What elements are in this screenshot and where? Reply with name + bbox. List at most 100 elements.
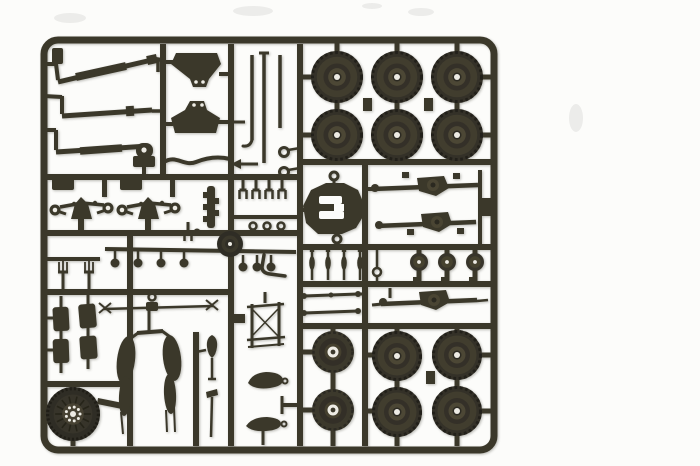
hub-hole xyxy=(454,352,460,358)
sprue-part xyxy=(146,302,158,311)
sprue-part xyxy=(104,247,297,254)
sprue-part xyxy=(61,107,153,119)
hub-hole xyxy=(70,411,76,417)
sprue-frame xyxy=(40,36,498,454)
tire-wheel xyxy=(431,109,483,161)
sprue-part xyxy=(215,198,219,204)
axle-eye-hole xyxy=(105,205,111,211)
sprue-part xyxy=(301,310,307,316)
pin-part xyxy=(252,262,262,272)
axle-eye-hole xyxy=(119,207,125,213)
sprue-part xyxy=(54,63,60,81)
tread-ring xyxy=(432,386,482,436)
sprue-part xyxy=(52,178,74,190)
hub-hole xyxy=(454,132,460,138)
sprue-part xyxy=(52,306,70,332)
sprue-part xyxy=(162,335,182,381)
lug-hole xyxy=(76,417,80,421)
sprue-part xyxy=(203,204,207,210)
shell-part xyxy=(341,247,347,252)
hub-hole xyxy=(394,132,400,138)
sprue-part xyxy=(478,198,494,216)
sprue-part xyxy=(52,48,63,64)
sprue-gate xyxy=(469,277,477,282)
sprue-part xyxy=(379,298,387,306)
lug-hole xyxy=(67,406,71,410)
ring-part xyxy=(278,166,290,178)
ring-part xyxy=(147,292,157,302)
small-wheel xyxy=(466,253,484,271)
lug-hole xyxy=(72,419,76,423)
sprue-part xyxy=(287,166,301,172)
lug-hole xyxy=(78,412,82,416)
sprue-part xyxy=(476,298,489,303)
tread-ring xyxy=(311,51,363,103)
sprue-part xyxy=(127,409,130,435)
lug-hole xyxy=(76,407,80,411)
hub-hole xyxy=(417,260,421,264)
sprue-part xyxy=(215,210,219,216)
sprue-part xyxy=(141,147,147,153)
tread-ring xyxy=(431,51,483,103)
hub-hole xyxy=(445,260,449,264)
axle-ball xyxy=(159,200,165,206)
sprue-part xyxy=(120,178,142,190)
diff-housing xyxy=(71,197,92,219)
wheel-ring xyxy=(330,407,336,413)
sprue-part xyxy=(241,138,254,148)
sprue-part xyxy=(246,302,285,309)
hub-hole xyxy=(334,74,340,80)
sprue-part xyxy=(165,409,168,433)
loop-part xyxy=(248,221,258,231)
loop-part xyxy=(262,221,272,231)
lug-hole xyxy=(64,414,68,418)
sprue-part xyxy=(303,309,359,315)
sprue-part xyxy=(260,253,287,278)
spoked-wheel xyxy=(45,387,100,442)
loop-part xyxy=(276,221,286,231)
tread-ring xyxy=(312,389,354,431)
sprue-gate xyxy=(441,277,449,282)
sprue-part xyxy=(146,54,158,65)
ring-part xyxy=(193,228,201,236)
sprue-part xyxy=(434,219,440,225)
tread-ring xyxy=(311,109,363,161)
pin-part xyxy=(238,262,248,272)
sprue-gate xyxy=(413,277,421,282)
sprue-part xyxy=(78,303,97,329)
axle-eye-hole xyxy=(52,207,58,213)
tire-wheel xyxy=(311,51,363,103)
axle-wing xyxy=(96,208,107,215)
sprue-part xyxy=(457,228,464,234)
sprue-part xyxy=(170,178,175,197)
sprue-part xyxy=(75,62,127,81)
shell-part xyxy=(309,247,315,252)
pin-part xyxy=(110,258,120,268)
sprue-part xyxy=(248,372,284,389)
axle-wing xyxy=(123,209,134,216)
hub-hole xyxy=(473,260,477,264)
pin-part xyxy=(179,258,189,268)
disc-wheel xyxy=(312,331,354,373)
sprue-part xyxy=(102,178,107,197)
sprue-part xyxy=(79,335,98,360)
sprue-gate xyxy=(363,98,372,111)
sprue-part xyxy=(171,101,220,133)
hub-hole xyxy=(394,409,400,415)
small-wheel xyxy=(410,253,428,271)
sprue-part xyxy=(103,304,214,311)
sprue-part xyxy=(133,156,155,167)
shell-part xyxy=(357,256,363,270)
hub-hole xyxy=(334,132,340,138)
sprue-part xyxy=(195,348,207,354)
axle-ball xyxy=(92,200,98,206)
sprue-gate xyxy=(424,98,433,111)
sprue-part xyxy=(328,292,334,298)
sprue-part xyxy=(319,211,344,219)
pin-part xyxy=(156,258,166,268)
sprue-part xyxy=(431,297,437,303)
ring-part xyxy=(281,377,289,385)
sprue-part xyxy=(334,204,344,211)
